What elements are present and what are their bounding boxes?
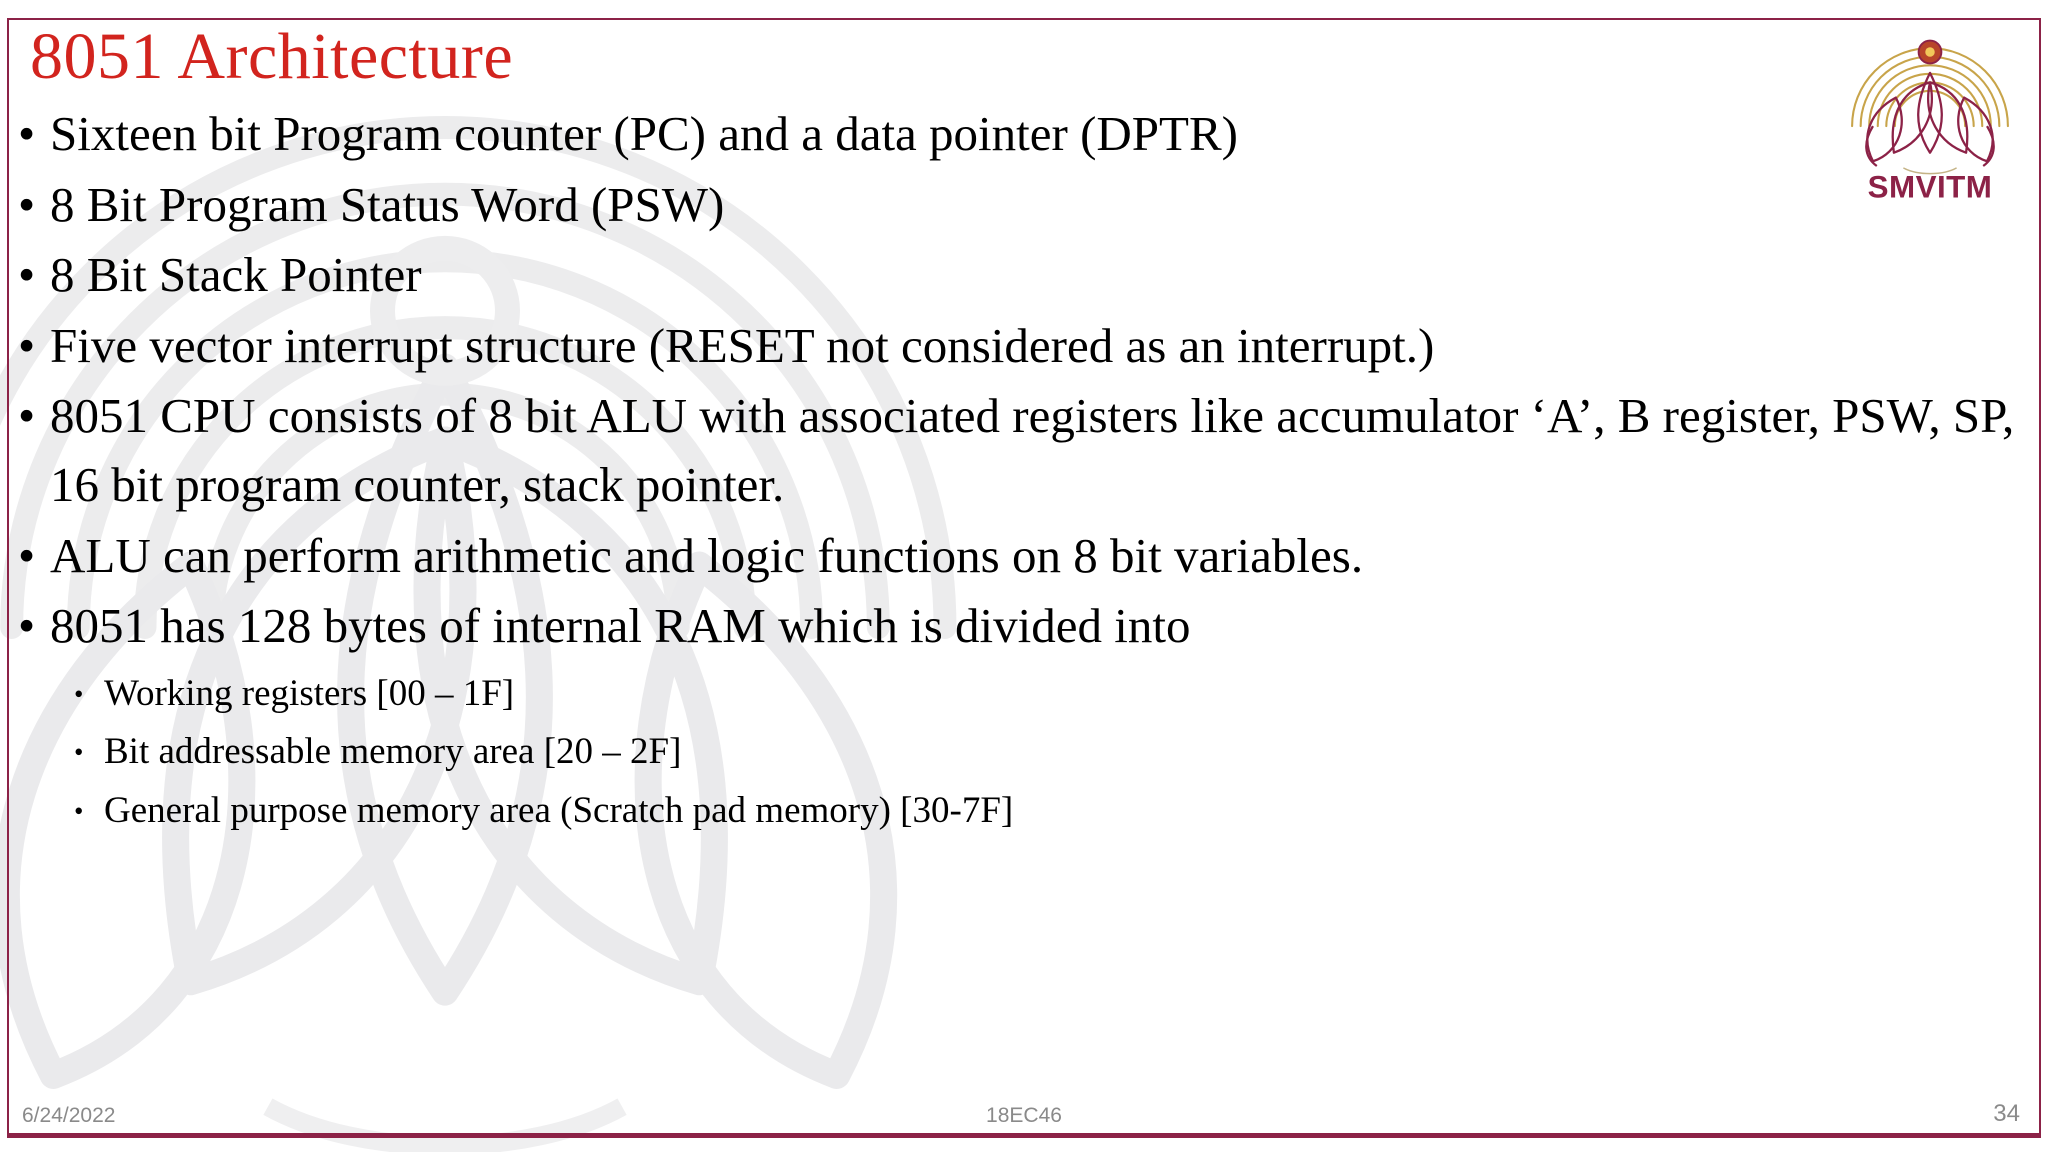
bullet-marker-icon: • (18, 527, 36, 583)
bullet-text: Sixteen bit Program counter (PC) and a d… (50, 106, 1238, 161)
bullet-text: 8 Bit Program Status Word (PSW) (50, 176, 725, 232)
bullet-text: 8051 has 128 bytes of internal RAM which… (50, 598, 1191, 654)
bullet-item: • 8051 has 128 bytes of internal RAM whi… (12, 592, 2032, 661)
smvitm-logo: SMVITM (1832, 14, 2028, 204)
footer-page-number: 34 (1993, 1100, 2020, 1127)
bullet-list: • Sixteen bit Program counter (PC) and a… (12, 100, 2032, 840)
bullet-marker-icon: • (18, 176, 36, 232)
bullet-text: 8051 CPU consists of 8 bit ALU with asso… (50, 388, 2015, 512)
slide-footer: 6/24/2022 18EC46 34 (0, 1090, 2048, 1130)
sub-bullet-item: • Bit addressable memory area [20 – 2F] (12, 723, 2032, 781)
bullet-marker-icon: • (18, 598, 36, 654)
bullet-text: ALU can perform arithmetic and logic fun… (50, 527, 1364, 583)
bullet-marker-icon: • (74, 737, 84, 768)
svg-text:SMVITM: SMVITM (1868, 169, 1993, 204)
bullet-marker-icon: • (74, 795, 84, 826)
bullet-text: 8 Bit Stack Pointer (50, 247, 422, 303)
bullet-marker-icon: • (74, 678, 84, 709)
bullet-text: Five vector interrupt structure (RESET n… (50, 317, 1435, 373)
bullet-marker-icon: • (18, 388, 36, 444)
bullet-item: • Five vector interrupt structure (RESET… (12, 312, 2032, 381)
bullet-item: • Sixteen bit Program counter (PC) and a… (12, 100, 2032, 169)
sub-bullet-text: Bit addressable memory area [20 – 2F] (104, 731, 682, 773)
sub-bullet-list: • Working registers [00 – 1F] • Bit addr… (12, 665, 2032, 840)
sub-bullet-item: • General purpose memory area (Scratch p… (12, 782, 2032, 840)
bullet-marker-icon: • (18, 106, 36, 161)
bullet-item: • 8 Bit Stack Pointer (12, 241, 2032, 310)
bullet-item: • 8051 CPU consists of 8 bit ALU with as… (12, 382, 2032, 519)
bullet-marker-icon: • (18, 247, 36, 303)
footer-date: 6/24/2022 (22, 1104, 116, 1127)
sub-bullet-text: General purpose memory area (Scratch pad… (104, 789, 1014, 831)
sub-bullet-text: Working registers [00 – 1F] (104, 672, 515, 714)
bullet-item: • ALU can perform arithmetic and logic f… (12, 522, 2032, 591)
bullet-item: • 8 Bit Program Status Word (PSW) (12, 171, 2032, 240)
bullet-marker-icon: • (18, 317, 36, 373)
sub-bullet-item: • Working registers [00 – 1F] (12, 665, 2032, 723)
footer-course-code: 18EC46 (986, 1104, 1062, 1127)
page-title: 8051 Architecture (30, 20, 514, 93)
